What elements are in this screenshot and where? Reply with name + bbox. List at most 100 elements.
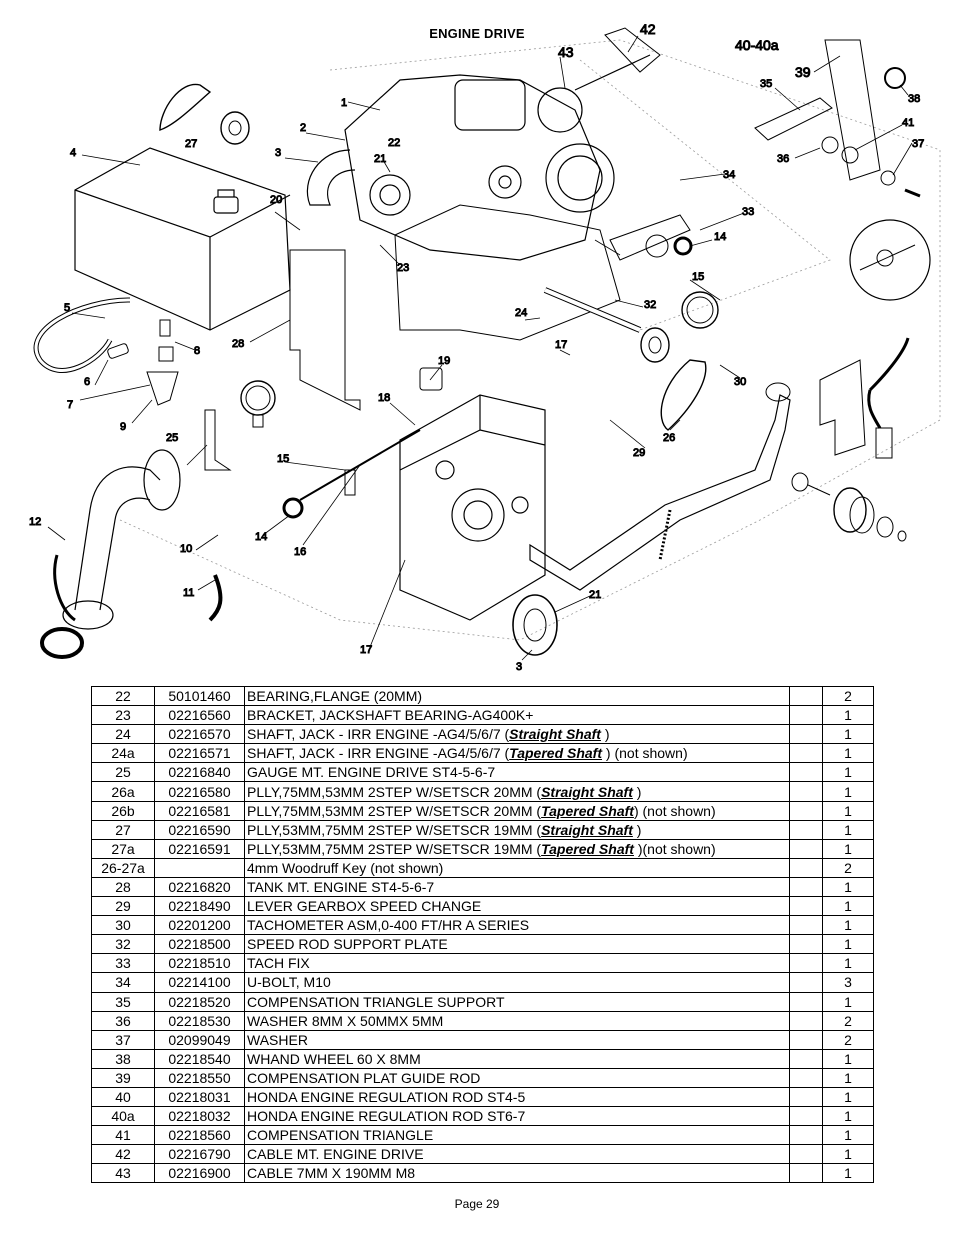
description-text: TANK MT. ENGINE ST4-5-6-7 <box>247 878 435 895</box>
description-text: TACH FIX <box>247 955 310 972</box>
empty-cell <box>789 991 823 1012</box>
callout-number: 38 <box>908 93 920 105</box>
description-text: COMPENSATION TRIANGLE SUPPORT <box>247 993 505 1010</box>
empty-cell <box>789 876 823 898</box>
empty-cell <box>789 1048 823 1069</box>
empty-cell <box>789 705 823 726</box>
callout-number: 3 <box>516 661 522 673</box>
callout-number: 15 <box>277 453 289 465</box>
exploded-parts-diagram: 1 2 3 4 5 6 7 8 9 10 11 12 14 14 15 15 1… <box>29 21 941 674</box>
callout-number: 21 <box>374 153 386 165</box>
part-number-cell: 02218550 <box>154 1067 245 1088</box>
callout-number: 34 <box>723 169 735 181</box>
description-text: 4mm Woodruff Key (not shown) <box>247 859 444 876</box>
part-number-cell: 02218520 <box>154 991 245 1012</box>
ref-number-cell: 41 <box>91 1125 155 1146</box>
description-cell: COMPENSATION TRIANGLE SUPPORT <box>244 991 790 1012</box>
part-number-cell: 02216590 <box>154 819 245 840</box>
empty-cell <box>789 800 823 821</box>
callout-number: 2 <box>300 122 306 134</box>
callout-number: 40-40a <box>735 37 779 53</box>
quantity-cell: 1 <box>822 1125 874 1146</box>
description-text: GAUGE MT. ENGINE DRIVE ST4-5-6-7 <box>247 764 496 781</box>
callout-number: 18 <box>378 392 390 404</box>
description-text: U-BOLT, M10 <box>247 974 331 991</box>
ref-number-cell: 29 <box>91 896 155 917</box>
description-text: WHAND WHEEL 60 X 8MM <box>247 1050 421 1067</box>
part-number-cell: 02214100 <box>154 972 245 993</box>
description-text: CABLE MT. ENGINE DRIVE <box>247 1146 424 1163</box>
description-cell: 4mm Woodruff Key (not shown) <box>244 857 790 878</box>
shaft-type-emphasis: Tapered Shaft <box>541 802 634 819</box>
part-number-cell: 02218530 <box>154 1010 245 1031</box>
empty-cell <box>789 781 823 802</box>
ref-number-cell: 38 <box>91 1048 155 1069</box>
description-cell: PLLY,53MM,75MM 2STEP W/SETSCR 19MM (Tape… <box>244 838 790 859</box>
empty-cell <box>789 1163 823 1184</box>
callout-number: 23 <box>397 262 409 274</box>
description-cell: HONDA ENGINE REGULATION ROD ST4-5 <box>244 1086 790 1108</box>
quantity-cell: 1 <box>822 876 874 898</box>
description-text: PLLY,53MM,75MM 2STEP W/SETSCR 19MM ( <box>247 840 542 857</box>
quantity-cell: 1 <box>822 991 874 1012</box>
shaft-type-emphasis: Tapered Shaft <box>541 840 634 857</box>
description-text: PLLY,75MM,53MM 2STEP W/SETSCR 20MM ( <box>247 783 542 800</box>
quantity-cell: 1 <box>822 705 874 726</box>
part-number-cell: 02216571 <box>154 743 245 764</box>
ref-number-cell: 40 <box>91 1086 155 1108</box>
quantity-cell: 1 <box>822 1048 874 1069</box>
ref-number-cell: 27 <box>91 819 155 840</box>
part-number-cell: 02201200 <box>154 915 245 936</box>
part-number-cell: 02099049 <box>154 1029 245 1050</box>
empty-cell <box>789 1029 823 1050</box>
description-cell: U-BOLT, M10 <box>244 972 790 993</box>
description-cell: PLLY,53MM,75MM 2STEP W/SETSCR 19MM (Stra… <box>244 819 790 840</box>
ref-number-cell: 26a <box>91 781 155 802</box>
quantity-cell: 1 <box>822 743 874 764</box>
ref-number-cell: 42 <box>91 1144 155 1165</box>
empty-cell <box>789 857 823 878</box>
empty-cell <box>789 1010 823 1031</box>
quantity-cell: 1 <box>822 762 874 783</box>
page-number: Page 29 <box>454 1197 500 1211</box>
callout-number: 5 <box>64 302 70 314</box>
callout-number: 9 <box>120 421 126 433</box>
description-text: CABLE 7MM X 190MM M8 <box>247 1165 416 1182</box>
callout-number: 4 <box>70 147 76 159</box>
callout-number: 20 <box>270 194 282 206</box>
callout-number: 28 <box>232 338 244 350</box>
callout-number: 33 <box>742 206 754 218</box>
description-text: COMPENSATION PLAT GUIDE ROD <box>247 1069 481 1086</box>
callout-number: 24 <box>515 307 527 319</box>
callout-number: 39 <box>795 64 811 80</box>
part-number-cell: 02218510 <box>154 953 245 974</box>
part-number-cell: 02218490 <box>154 896 245 917</box>
ref-number-cell: 23 <box>91 705 155 726</box>
part-number-cell: 02218031 <box>154 1086 245 1108</box>
description-cell: TACHOMETER ASM,0-400 FT/HR A SERIES <box>244 915 790 936</box>
ref-number-cell: 24 <box>91 724 155 745</box>
empty-cell <box>789 819 823 840</box>
callout-number: 8 <box>194 345 200 357</box>
callout-number: 42 <box>640 21 656 37</box>
empty-cell <box>789 762 823 783</box>
description-text: ) <box>632 783 642 800</box>
quantity-cell: 2 <box>822 1029 874 1050</box>
empty-cell <box>789 953 823 974</box>
description-text: ) <box>632 821 642 838</box>
ref-number-cell: 25 <box>91 762 155 783</box>
empty-cell <box>789 934 823 955</box>
shaft-type-emphasis: Tapered Shaft <box>509 745 603 762</box>
callout-number: 29 <box>633 447 645 459</box>
callout-number: 37 <box>912 138 924 150</box>
quantity-cell: 1 <box>822 781 874 802</box>
description-text: ) (not shown) <box>602 745 688 762</box>
